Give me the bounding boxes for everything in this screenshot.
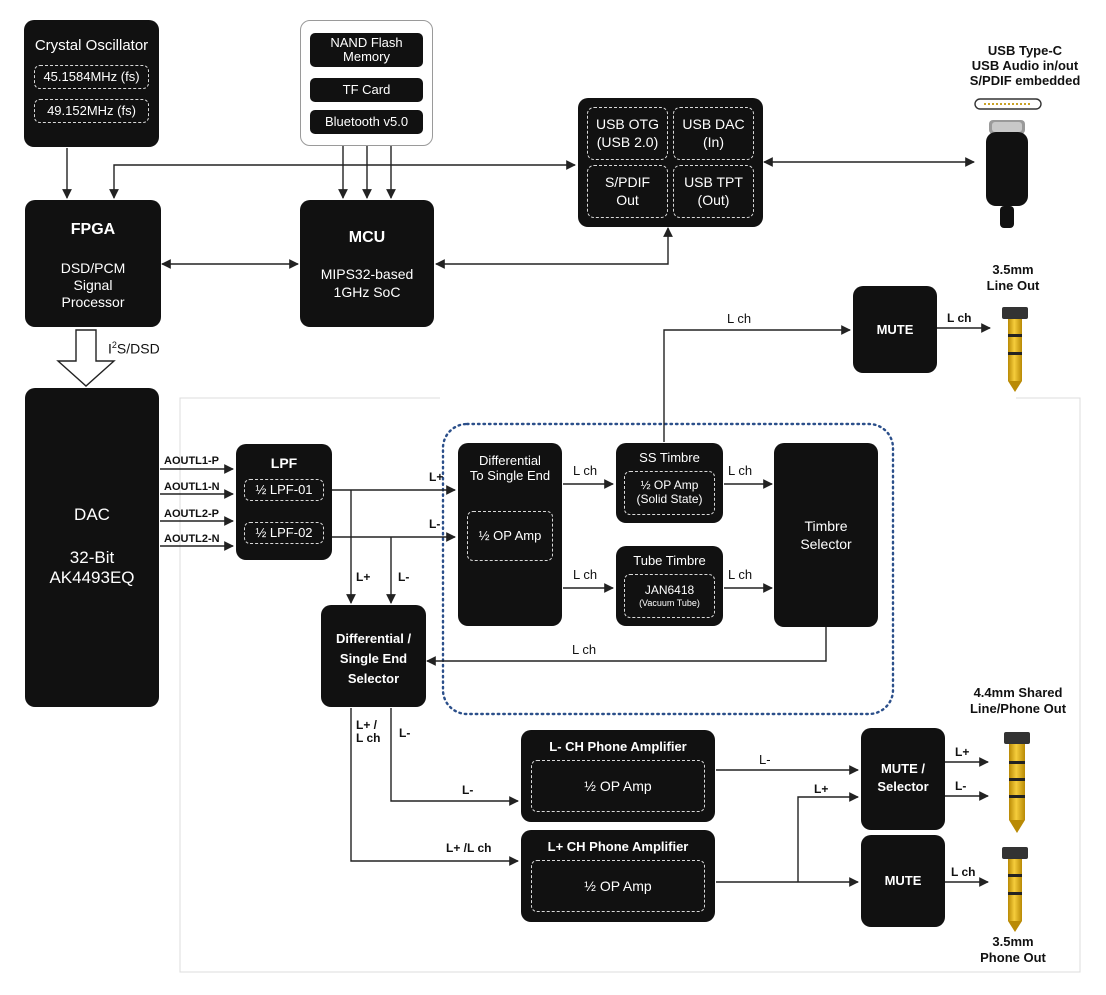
sig-lch-tube-out: L ch — [728, 567, 753, 582]
l-minus-phone-amplifier-block: L- CH Phone Amplifier ½ OP Amp — [521, 730, 715, 822]
lpf-title: LPF — [270, 455, 298, 471]
usb-c-caption: USB Type-C USB Audio in/out S/PDIF embed… — [969, 43, 1081, 88]
ss-timbre-opamp: ½ OP Amp (Solid State) — [624, 471, 715, 515]
l-plus-opamp: ½ OP Amp — [531, 860, 705, 912]
crystal-title: Crystal Oscillator — [34, 37, 149, 54]
mute-line-out-block: MUTE — [853, 286, 937, 373]
sig-lch-ss-in: L ch — [573, 463, 598, 478]
mcu-block: MCU MIPS32-based 1GHz SoC — [300, 200, 434, 327]
tube-timbre-tube: JAN6418 (Vacuum Tube) — [624, 574, 715, 618]
sig-lplus-amp-out: L+ — [814, 782, 829, 796]
nand-flash-memory: NAND Flash Memory — [310, 33, 423, 67]
l-plus-phone-amplifier-block: L+ CH Phone Amplifier ½ OP Amp — [521, 830, 715, 922]
aout-label-2: AOUTL1-N — [164, 481, 220, 493]
sig-lch-feedback: L ch — [572, 642, 597, 657]
usb-c-connector-icon — [974, 98, 1042, 228]
shared-out-plug-icon — [1004, 732, 1030, 833]
crystal-freq-1: 45.1584MHz (fs) — [34, 65, 149, 89]
i2s-dsd-label: I2S/DSD — [108, 340, 160, 357]
line-out-caption: 3.5mm Line Out — [986, 262, 1040, 293]
tf-card: TF Card — [310, 78, 423, 102]
sig-lminus-shared: L- — [955, 779, 967, 793]
aout-label-4: AOUTL2-N — [164, 533, 220, 545]
sig-lch-ss-out: L ch — [728, 463, 753, 478]
sig-lch-line-out: L ch — [947, 311, 972, 325]
aout-label-1: AOUTL1-P — [164, 455, 219, 467]
i2s-bus-arrow — [56, 329, 116, 387]
sig-lminus-amp-out: L- — [759, 752, 771, 767]
dac-block: DAC 32-Bit AK4493EQ — [25, 388, 159, 707]
sig-lminus-tap: L- — [398, 570, 410, 584]
sig-lminus-dse: L- — [399, 726, 411, 740]
usb-tpt: USB TPT (Out) — [673, 165, 754, 218]
dac-title: DAC — [74, 505, 110, 524]
usb-interface-block: USB OTG (USB 2.0) USB DAC (In) S/PDIF Ou… — [578, 98, 763, 227]
sig-lminus-amp-in: L- — [462, 783, 474, 797]
crystal-oscillator-block: Crystal Oscillator 45.1584MHz (fs) 49.15… — [24, 20, 159, 147]
tube-timbre-title: Tube Timbre — [633, 553, 706, 568]
fpga-block: FPGA DSD/PCM Signal Processor — [25, 200, 161, 327]
sig-lch-phone-out: L ch — [951, 865, 976, 879]
mcu-title: MCU — [348, 229, 386, 246]
sig-lplus-tap: L+ — [356, 570, 371, 584]
timbre-selector-block: Timbre Selector — [774, 443, 878, 627]
phone-out-plug-icon — [1002, 847, 1028, 932]
spdif-out: S/PDIF Out — [587, 165, 668, 218]
sig-lminus-in: L- — [429, 517, 441, 531]
differential-single-end-selector-block: Differential / Single End Selector — [321, 605, 426, 707]
signal-wires — [62, 146, 991, 887]
tube-timbre-block: Tube Timbre JAN6418 (Vacuum Tube) — [616, 546, 723, 626]
storage-group: NAND Flash Memory TF Card Bluetooth v5.0 — [300, 20, 433, 146]
aout-label-3: AOUTL2-P — [164, 508, 219, 520]
ss-timbre-block: SS Timbre ½ OP Amp (Solid State) — [616, 443, 723, 523]
differential-to-single-end-block: Differential To Single End ½ OP Amp — [458, 443, 562, 626]
ss-timbre-title: SS Timbre — [639, 450, 700, 465]
phone-out-caption: 3.5mm Phone Out — [980, 934, 1046, 965]
sig-lplus-lch-amp-in: L+ /L ch — [446, 841, 492, 855]
sig-lch-to-mute: L ch — [727, 311, 752, 326]
sig-lplus-in: L+ — [429, 470, 444, 484]
lpf-02: ½ LPF-02 — [244, 522, 324, 544]
output-stage-outline — [179, 397, 1081, 973]
bluetooth: Bluetooth v5.0 — [310, 110, 423, 134]
diff-opamp: ½ OP Amp — [467, 511, 553, 561]
lpf-01: ½ LPF-01 — [244, 479, 324, 501]
usb-dac: USB DAC (In) — [673, 107, 754, 160]
mute-selector-block: MUTE / Selector — [861, 728, 945, 830]
sig-lplus-shared: L+ — [955, 745, 970, 759]
mute-phone-out-block: MUTE — [861, 835, 945, 927]
crystal-freq-2: 49.152MHz (fs) — [34, 99, 149, 123]
fpga-title: FPGA — [70, 221, 116, 238]
sig-lch-tube-in: L ch — [573, 567, 598, 582]
line-out-plug-icon — [1002, 307, 1028, 392]
usb-otg: USB OTG (USB 2.0) — [587, 107, 668, 160]
l-minus-opamp: ½ OP Amp — [531, 760, 705, 812]
timbre-group-outline — [441, 422, 895, 716]
sig-lplus-lch-dse: L+ / L ch — [356, 718, 381, 746]
shared-out-caption: 4.4mm Shared Line/Phone Out — [969, 685, 1067, 716]
lpf-block: LPF ½ LPF-01 ½ LPF-02 — [236, 444, 332, 560]
